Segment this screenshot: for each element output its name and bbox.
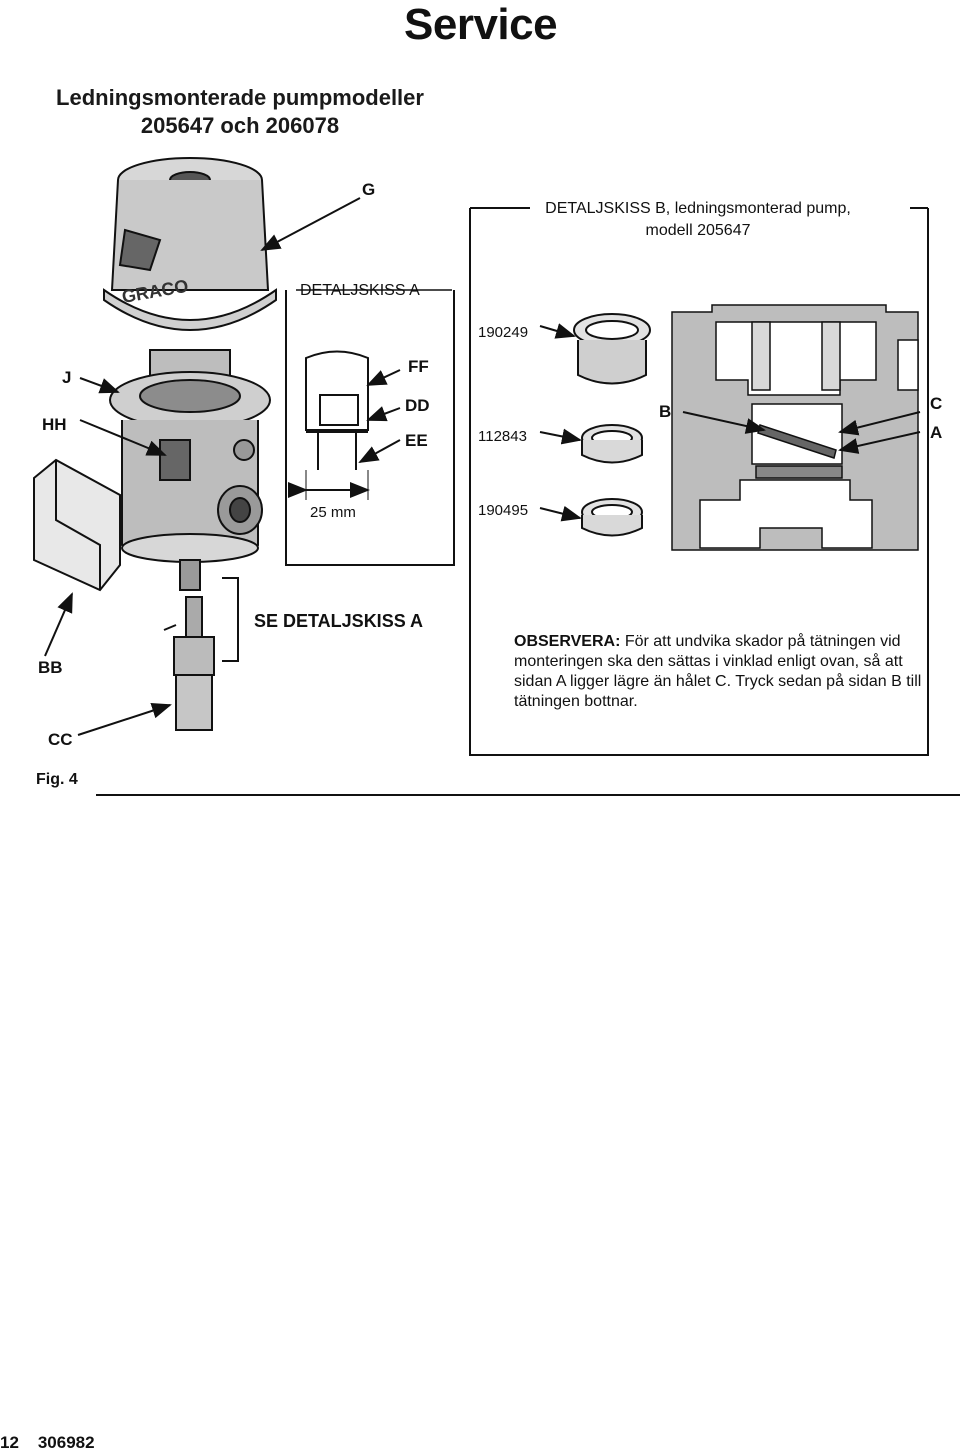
section-title-line1: Ledningsmonterade pumpmodeller: [56, 85, 424, 110]
note-text: OBSERVERA: För att undvika skador på tät…: [514, 632, 934, 712]
callout-ee: EE: [405, 431, 428, 450]
callout-dd: DD: [405, 396, 430, 415]
callout-g: G: [362, 180, 376, 199]
pump-drawing: GRACO: [33, 157, 277, 731]
section-title: Ledningsmonterade pumpmodeller 205647 oc…: [40, 84, 440, 140]
callout-hh: HH: [42, 415, 67, 434]
callout-b: B: [659, 402, 672, 421]
detail-a-title: DETALJSKISS A: [300, 282, 420, 299]
detail-b-title-line1: DETALJSKISS B, ledningsmonterad pump,: [545, 200, 851, 217]
section-title-line2: 205647 och 206078: [140, 113, 340, 138]
callout-bb: BB: [38, 658, 63, 677]
page-title: Service: [404, 0, 558, 49]
detail-a-drawing: [285, 289, 455, 566]
part-190495: 190495: [478, 502, 529, 519]
see-detail-a: SE DETALJSKISS A: [254, 611, 424, 631]
callout-ff: FF: [408, 357, 429, 376]
doc-number: 306982: [37, 1433, 95, 1452]
detail-b-frame: [469, 207, 929, 756]
detail-b-title: DETALJSKISS B, ledningsmonterad pump, mo…: [470, 198, 926, 242]
seal-drawings: [573, 313, 651, 537]
note-label: OBSERVERA:: [514, 633, 621, 650]
detail-b-title-line2: modell 205647: [645, 222, 751, 239]
page-footer: 12 306982: [0, 1433, 95, 1453]
note-body: För att undvika skador på tätningen vid …: [514, 633, 922, 710]
callout-a: A: [930, 423, 943, 442]
callout-cc: CC: [48, 730, 73, 749]
figure-label: Fig. 4: [36, 771, 78, 788]
part-112843: 112843: [478, 428, 527, 445]
part-190249: 190249: [478, 324, 529, 341]
page-number: 12: [0, 1433, 19, 1452]
dimension-label: 25 mm: [310, 504, 356, 521]
callout-j: J: [62, 368, 72, 387]
callout-c: C: [930, 394, 943, 413]
cross-section-drawing: [671, 304, 919, 551]
